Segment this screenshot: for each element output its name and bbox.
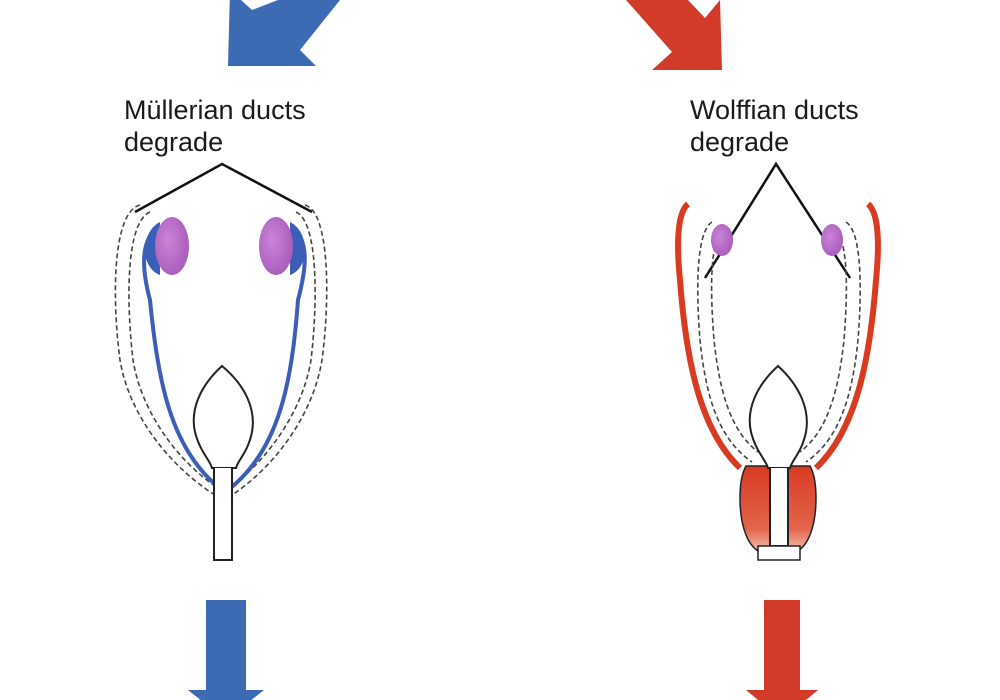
blue-diagonal-arrow: [228, 0, 340, 66]
left-bladder: [192, 364, 254, 469]
right-red-duct-left: [675, 201, 743, 471]
red-diagonal-arrow: [626, 0, 722, 70]
right-gonad-left: [711, 224, 733, 256]
label-right-line2: degrade: [690, 127, 790, 157]
left-panel: [114, 0, 340, 700]
right-urethra-base: [757, 545, 801, 561]
left-blue-cap-right: [290, 222, 305, 275]
label-left-line2: degrade: [124, 127, 224, 157]
right-red-duct-right: [813, 201, 881, 471]
right-dashed-duct-left-outer: [696, 221, 753, 463]
right-dashed-duct-left-inner: [710, 231, 759, 453]
blue-down-arrow: [188, 600, 264, 700]
left-dashed-outline-inner: [128, 211, 316, 487]
label-right-line1: Wolffian ducts: [690, 95, 859, 125]
right-dashed-duct-right-inner: [799, 231, 848, 453]
label-left-line1: Müllerian ducts: [124, 95, 306, 125]
left-urethra: [213, 468, 233, 561]
left-gonad-left: [155, 217, 189, 275]
right-bladder: [748, 364, 808, 469]
right-panel: [626, 0, 881, 700]
right-dashed-duct-right-outer: [805, 221, 862, 463]
left-dashed-outline-outer: [114, 204, 328, 496]
right-leader-lines: [703, 161, 852, 279]
red-down-arrow: [746, 600, 818, 700]
right-urethra: [769, 468, 789, 547]
right-gonad-right: [821, 224, 843, 256]
left-leader-lines: [134, 162, 313, 214]
left-gonad-right: [259, 217, 293, 275]
